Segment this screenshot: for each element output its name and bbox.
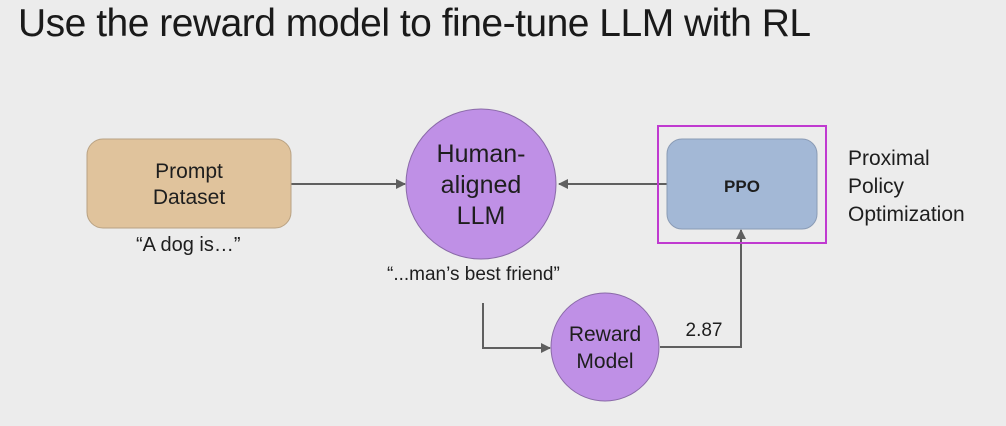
llm-label-line1: Human- — [437, 140, 526, 168]
ppo-description-line: Optimization — [848, 203, 965, 226]
ppo-node — [666, 138, 818, 230]
llm-node — [405, 108, 557, 260]
llm-label-line3: LLM — [457, 202, 506, 230]
ppo-highlight-frame — [657, 125, 827, 244]
prompt-dataset-label-line2: Dataset — [153, 186, 226, 209]
reward-model-label-line1: Reward — [569, 323, 641, 346]
ppo-label: PPO — [724, 177, 760, 196]
prompt-dataset-label-line1: Prompt — [155, 160, 223, 183]
arrow-llm-to-reward — [482, 303, 551, 353]
reward-model-label-line2: Model — [576, 350, 633, 373]
ppo-description: Proximal Policy Optimization — [848, 145, 965, 229]
arrow-reward-to-ppo — [660, 229, 746, 348]
reward-model-node — [550, 292, 660, 402]
completion-example-text: “...man’s best friend” — [387, 264, 560, 285]
slide-title: Use the reward model to fine-tune LLM wi… — [18, 2, 811, 45]
ppo-description-line: Policy — [848, 175, 905, 198]
ppo-description-line: Proximal — [848, 147, 930, 170]
llm-label-line2: aligned — [441, 171, 522, 199]
reward-value-label: 2.87 — [686, 320, 723, 341]
prompt-dataset-node — [86, 138, 292, 229]
prompt-example-text: “A dog is…” — [136, 234, 241, 256]
